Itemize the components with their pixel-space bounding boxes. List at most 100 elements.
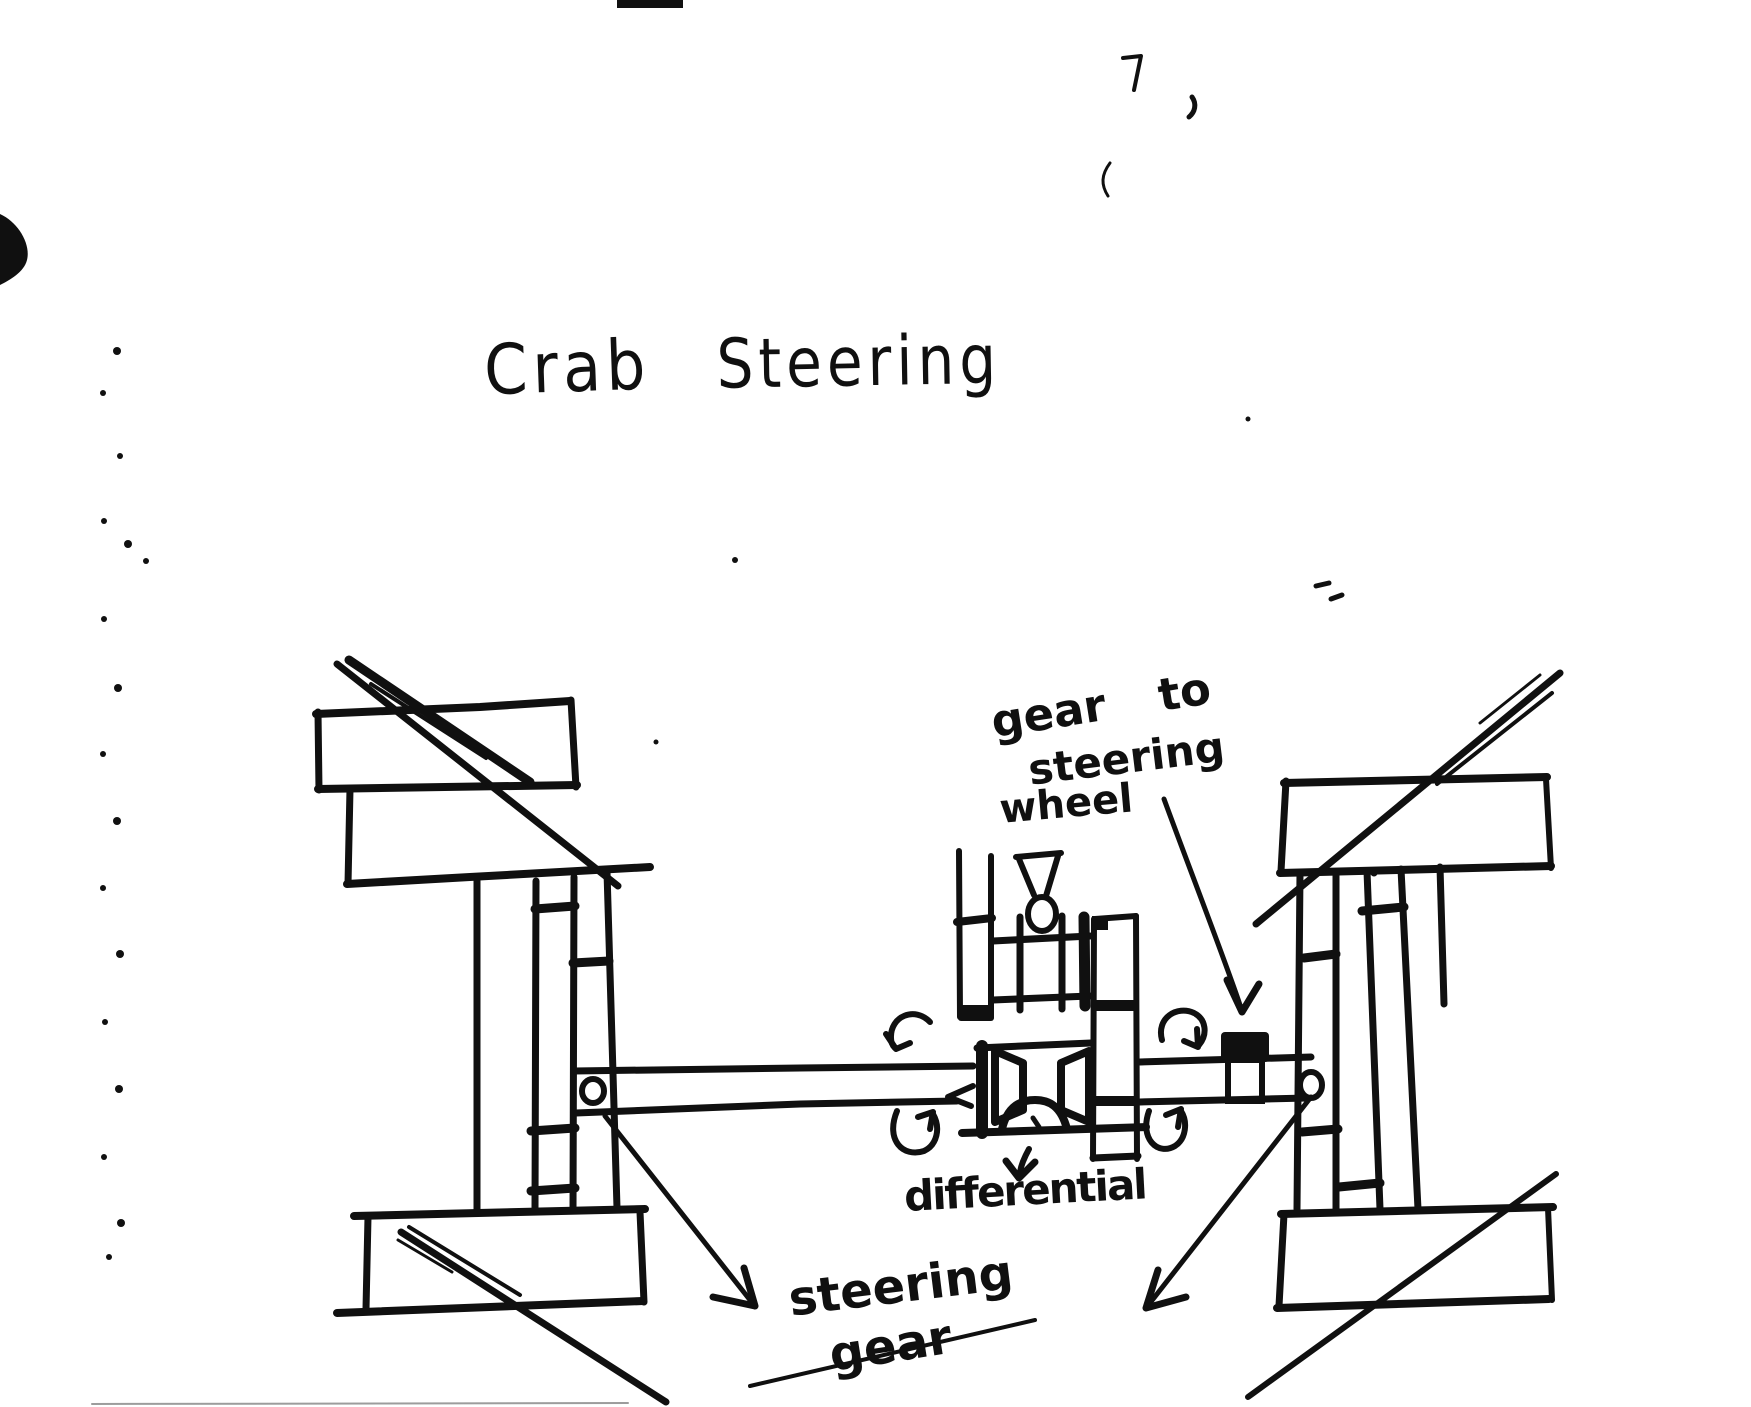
left-tire-tread-scribble [369,682,488,760]
stray-tick [1186,94,1198,120]
drum-right-wall [1078,911,1091,1012]
left-fork-crossbar [526,1123,580,1136]
right-fork-crossbar [1297,1124,1343,1137]
margin-speck [100,751,106,757]
right-fork-crossbar [1334,1178,1385,1192]
stray-curve [1101,161,1112,198]
margin-speck [116,950,124,958]
pointer-line [1161,796,1243,1008]
stray-dot [653,739,659,745]
right-fork-crossbar [1299,949,1341,963]
stray-dash [1328,592,1345,602]
pointer-line [602,1113,753,1303]
ring-gear-band [1093,1096,1138,1106]
left-fork-rail [531,877,540,1215]
right-axle-bottom-line [1136,1094,1312,1106]
page-title-word-2: Steering [715,319,1002,405]
margin-speck [101,518,107,524]
small-gear-cap [1221,1032,1269,1062]
rotation-arrowhead [915,1109,936,1132]
differential-sketch [953,848,1150,1162]
left-fork-rail [603,868,621,1212]
left-tire-tread-scribble [333,660,622,890]
right-tire-bottom-block-left [1275,1210,1288,1310]
margin-speck [117,1219,125,1227]
u-joint-funnel-side [1016,856,1037,898]
left-fork-crossbar [526,1183,580,1196]
rotation-arrowhead [1181,1026,1201,1050]
left-tire-left-edge [314,708,323,794]
right-wheel-sketch [1245,669,1564,1400]
ring-gear-band [1093,1000,1138,1011]
rotation-arrowhead [1163,1106,1184,1130]
left-tire-bottom-block-top [350,1205,649,1220]
pointer-arrowhead [1002,1157,1039,1182]
stray-dot [732,557,738,563]
pointer-arrowhead [1142,1266,1190,1312]
front-axle-sketch [570,1053,1315,1117]
rotation-arrow-icon [890,1108,941,1156]
u-joint-ring [1025,894,1059,934]
right-tire-bottom-edge [1276,862,1555,877]
left-tire-bottom-block-left [362,1213,372,1313]
rotation-arrow-icons [883,1007,1208,1156]
left-tire-bottom-block-right [636,1208,648,1306]
ring-gear-right [1133,913,1140,1162]
margin-speck [106,1254,112,1260]
small-gear-body [1225,1057,1265,1104]
handwriting-flourish [748,1318,1037,1388]
ring-gear-bottom [1089,1152,1142,1162]
margin-speck [102,1019,108,1025]
margin-speck [114,684,122,692]
page-bottom-edge [91,1402,629,1405]
left-fork-crossbar [530,901,580,914]
margin-speck [101,1154,107,1160]
left-disc-edge [956,848,963,1020]
right-fork-rail [1363,867,1384,1213]
u-joint-funnel-side [1043,853,1061,899]
left-bottom-tread-scribble [397,1228,670,1406]
left-axle-top-line [570,1062,977,1075]
left-wheel-sketch [312,655,670,1406]
right-tire-bottom-block-right [1545,1205,1555,1303]
left-axle-arrowhead-icon [945,1083,976,1109]
bevel-gear-dome [998,1096,1071,1133]
drum-bottom [989,992,1094,1004]
margin-speck [100,885,106,891]
right-fork-rail [1293,869,1304,1213]
right-tire-right-edge [1543,776,1554,871]
stray-dash [1313,580,1332,589]
left-rim-left-edge [344,785,354,888]
steering-gear-pointer-left [602,1113,759,1310]
right-tire-tread-scribble [1252,669,1564,928]
ring-gear-notch [1092,916,1108,930]
margin-speck [113,817,121,825]
label-wheel: wheel [997,775,1135,833]
margin-speck [124,540,132,548]
left-hub-pivot [579,1076,607,1106]
margin-speck [100,390,106,396]
right-tire-tread-scribble [1435,691,1554,786]
right-tire-tread-scribble [1478,673,1542,725]
left-fork-rail [569,873,578,1215]
right-fork-crossbar [1357,902,1409,916]
left-disc-crossbar [953,914,996,926]
steering-gear-pointer-right [1142,1094,1314,1312]
left-tire-bottom-block-bottom [333,1297,647,1317]
left-fork-crossbar [568,956,614,968]
pointer-arrowhead [709,1264,759,1310]
scan-blob-left-edge [0,214,28,285]
rotation-arrow-icon [1143,1108,1189,1152]
steering-wheel-gear-sketch [1221,1032,1269,1104]
scan-line-top [617,0,683,8]
margin-speck [113,347,121,355]
left-tire-right-edge [567,696,580,791]
label-differential: differential [902,1159,1147,1221]
right-fork-rail [1397,865,1422,1213]
right-bottom-tread-scribble [1245,1171,1559,1400]
drum-top [989,932,1094,945]
rotation-arrow-icon [1157,1007,1208,1048]
margin-speck [101,616,107,622]
